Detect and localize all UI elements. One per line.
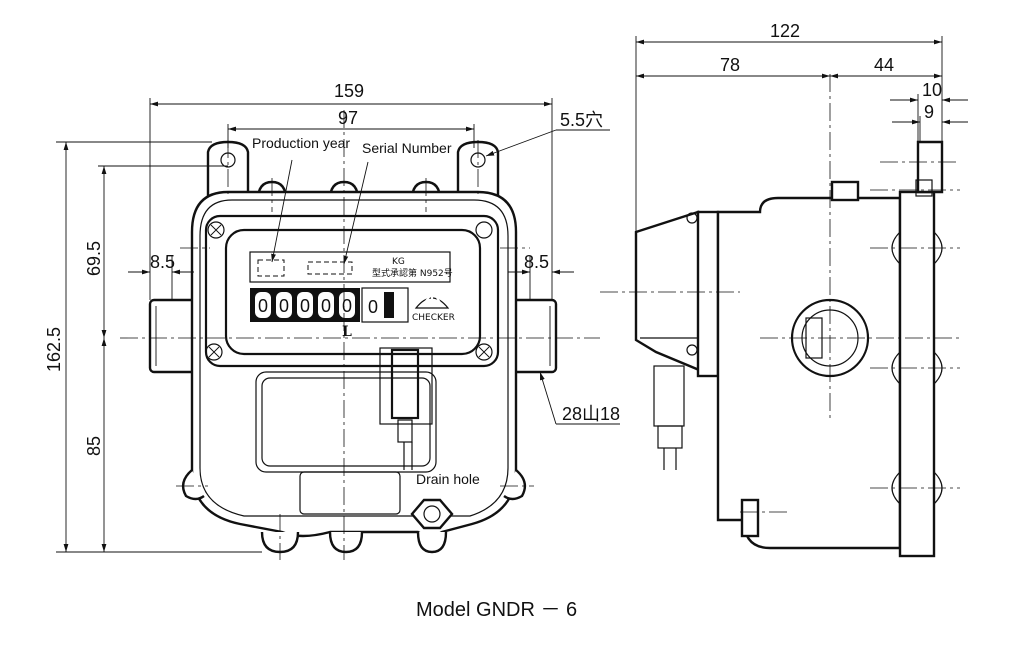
counter-digits: 0 0 0 0 0: [255, 292, 355, 318]
dim-side-body: 78: [720, 55, 740, 75]
mounting-flange: [898, 190, 936, 558]
drain-hole-label: Drain hole: [416, 471, 480, 487]
side-view: [600, 74, 960, 558]
nameplate: [249, 251, 451, 283]
drain-plug: [397, 419, 413, 443]
counter-digit: 0: [300, 296, 310, 316]
display-cover: [204, 214, 500, 368]
cover-screw-bottom-left: [205, 343, 223, 361]
counter-digit: 0: [342, 296, 352, 316]
production-year-box: [257, 259, 285, 277]
dim-left-offset: 8.5: [150, 252, 175, 272]
boss-bottom: [416, 531, 448, 554]
side-dimensions: 122 78 44 10 9: [635, 21, 968, 236]
decimal-register: [361, 287, 409, 323]
bottom-nut: [740, 498, 760, 538]
drain-valve-housing: [379, 347, 433, 425]
brand-label: CHECKER: [412, 313, 455, 323]
dim-right-offset: 8.5: [524, 252, 549, 272]
cover-screw-top-left: [207, 221, 225, 239]
dim-flange-outer: 10: [922, 80, 942, 100]
lower-cover: [299, 471, 401, 515]
drain-nut: [410, 498, 454, 530]
dim-side-front: 44: [874, 55, 894, 75]
dim-flange-inner: 9: [924, 102, 934, 122]
dim-upper-height: 69.5: [84, 241, 104, 276]
model-caption: Model GNDR － 6: [416, 599, 577, 621]
counter-digit: 0: [279, 296, 289, 316]
cover-screw-bottom-right: [475, 343, 493, 361]
approval-number: 型式承認第 N952号: [372, 267, 453, 279]
top-plug: [830, 180, 860, 202]
side-body: [716, 196, 902, 550]
serial-number-label: Serial Number: [362, 140, 452, 156]
thread-callout: 28山18: [562, 404, 620, 424]
dim-total-height: 162.5: [44, 327, 64, 372]
dim-hole-pitch: 97: [338, 108, 358, 128]
dim-lower-height: 85: [84, 436, 104, 456]
hole-callout: 5.5穴: [560, 110, 603, 130]
dim-side-depth: 122: [770, 21, 800, 41]
inlet-port: [148, 298, 198, 374]
display-window: [224, 228, 482, 356]
production-year-label: Production year: [252, 135, 350, 151]
checker-dial: CHECKER: [412, 294, 455, 323]
serial-number-box: [307, 261, 353, 275]
counter-digit: 0: [321, 296, 331, 316]
decimal-digit: 0: [368, 297, 378, 317]
cover-screw-top-right: [475, 221, 493, 239]
head-collar: [696, 210, 720, 378]
drain-pipe: [653, 365, 685, 427]
dim-total-width: 159: [334, 81, 364, 101]
unit-label: L: [342, 324, 352, 340]
front-dimensions: 162.5 69.5 85 159 97 8.5 8.5 5.5穴 Pr: [44, 81, 620, 553]
logo-mark: KG: [392, 257, 405, 267]
boss-bottom: [328, 531, 364, 554]
counter-digit: 0: [258, 296, 268, 316]
front-view: KG 型式承認第 N952号 0 0 0 0 0 0 L CHECKER: [120, 110, 600, 560]
